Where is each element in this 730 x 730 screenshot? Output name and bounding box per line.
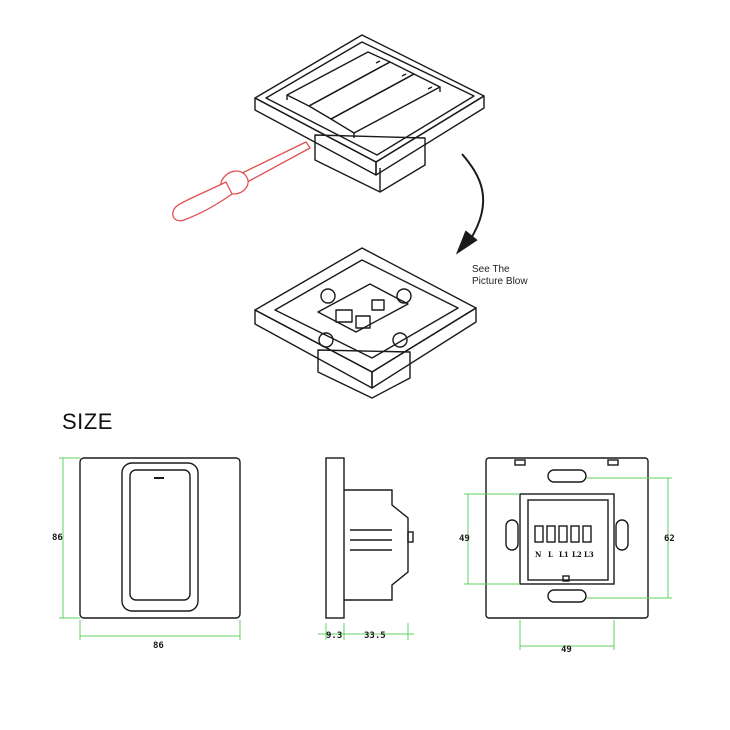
terminal-label-n: N xyxy=(535,550,542,559)
terminal-label-l3: L3 xyxy=(584,550,594,559)
terminal-label-l2: L2 xyxy=(572,550,582,559)
back-left-spacing-label: 49 xyxy=(459,534,470,544)
back-bottom-spacing-label: 49 xyxy=(561,645,572,655)
back-dimensions xyxy=(464,477,672,650)
side-dimensions xyxy=(318,623,414,640)
terminal-label-l: L xyxy=(548,550,553,559)
side-depth-front-label: 9.3 xyxy=(326,631,342,641)
switch-assembled-illustration xyxy=(254,34,485,193)
curved-arrow-icon xyxy=(455,153,485,255)
front-dimensions xyxy=(59,457,241,640)
note-line-1: See The xyxy=(472,264,510,275)
front-view-outline xyxy=(79,457,241,619)
front-width-label: 86 xyxy=(153,641,164,651)
switch-frame-open-illustration xyxy=(254,247,477,399)
size-heading: SIZE xyxy=(62,409,113,434)
note-line-2: Picture Blow xyxy=(472,276,528,287)
see-picture-note: See The Picture Blow xyxy=(472,264,528,288)
screwdriver-illustration xyxy=(172,141,311,222)
side-view-outline xyxy=(325,457,414,619)
back-right-spacing-label: 62 xyxy=(664,534,675,544)
back-view-outline xyxy=(485,457,649,619)
front-height-label: 86 xyxy=(52,533,63,543)
terminal-label-l1: L1 xyxy=(559,550,569,559)
side-depth-back-label: 33.5 xyxy=(364,631,386,641)
